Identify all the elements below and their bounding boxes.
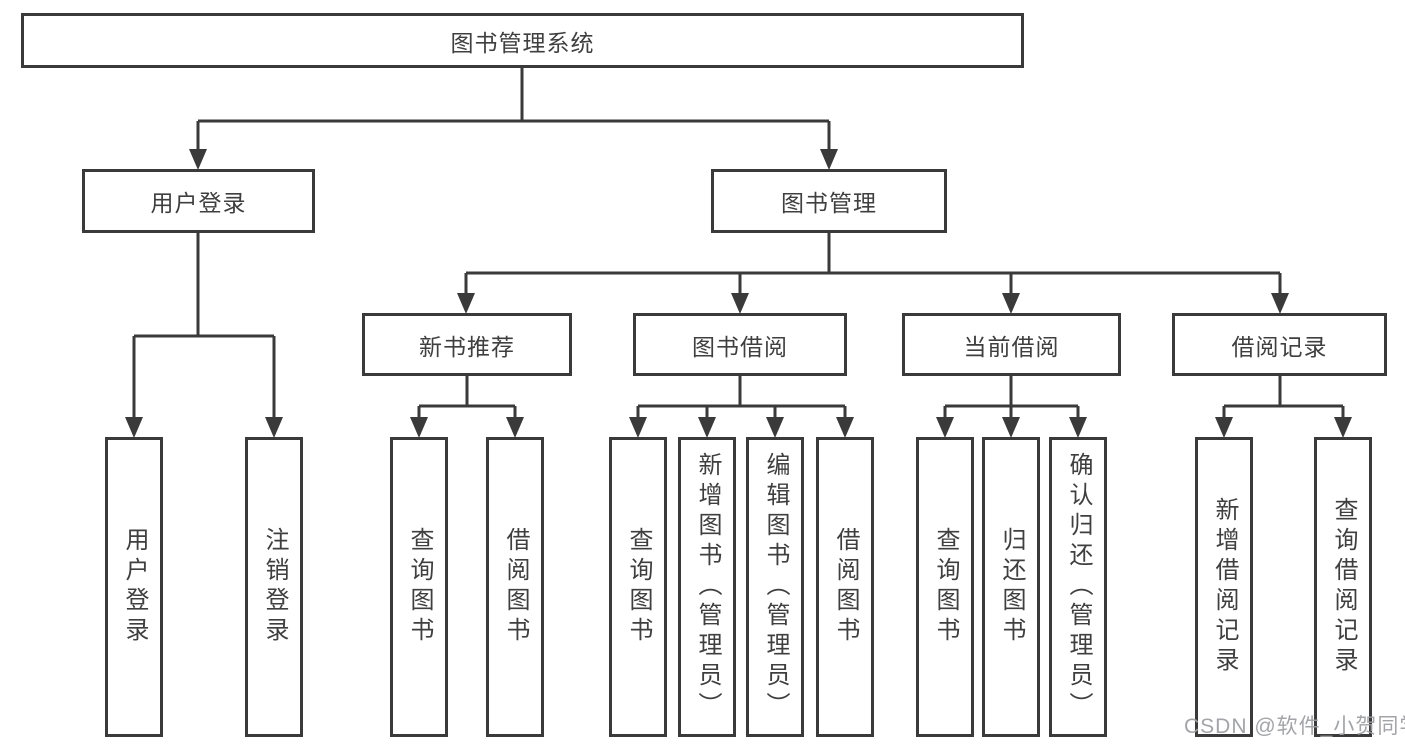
- csdn-watermark: CSDN @软件_小贺同学: [1184, 715, 1405, 738]
- leaf-label: 查询图书: [932, 527, 959, 647]
- node-current-borrowing: 当前借阅: [902, 313, 1121, 376]
- leaf-label: 借阅图书: [832, 527, 859, 647]
- arrowheads: [125, 149, 1352, 438]
- connector-root-to-level2: [196, 68, 831, 152]
- leaf-label: 查询图书: [625, 527, 652, 647]
- leaf-confirm-return-admin: 确认归还（管理员）: [1049, 437, 1107, 737]
- connector-current-borrow-to-leaves: [943, 376, 1080, 421]
- node-book-management: 图书管理: [711, 169, 947, 233]
- leaf-borrow-books-recommend: 借阅图书: [486, 437, 544, 737]
- leaf-query-borrow-record: 查询借阅记录: [1314, 437, 1372, 737]
- leaf-label: 确认归还（管理员）: [1065, 452, 1092, 722]
- node-library-management-system: 图书管理系统: [21, 13, 1024, 68]
- leaf-query-books-current: 查询图书: [916, 437, 974, 737]
- leaf-add-borrow-record: 新增借阅记录: [1195, 437, 1253, 737]
- leaf-user-login: 用户登录: [105, 437, 163, 737]
- node-borrowing-records: 借阅记录: [1172, 313, 1387, 376]
- node-book-borrowing: 图书借阅: [633, 313, 847, 376]
- connector-book-management-to-modules: [464, 233, 1282, 297]
- leaf-label: 新增借阅记录: [1211, 497, 1238, 677]
- leaf-label: 查询图书: [406, 527, 433, 647]
- leaf-label: 编辑图书（管理员）: [762, 452, 789, 722]
- node-user-login: 用户登录: [82, 169, 315, 233]
- leaf-label: 注销登录: [261, 527, 288, 647]
- leaf-query-books-recommend: 查询图书: [390, 437, 448, 737]
- leaf-label: 用户登录: [121, 527, 148, 647]
- connector-borrow-records-to-leaves: [1222, 376, 1345, 421]
- connector-new-book-to-leaves: [417, 376, 517, 421]
- leaf-return-book: 归还图书: [982, 437, 1040, 737]
- leaf-edit-book-admin: 编辑图书（管理员）: [746, 437, 804, 737]
- leaf-borrow-books: 借阅图书: [816, 437, 874, 737]
- leaf-label: 借阅图书: [502, 527, 529, 647]
- leaf-label: 新增图书（管理员）: [694, 452, 721, 722]
- leaf-logout: 注销登录: [245, 437, 303, 737]
- leaf-label: 归还图书: [998, 527, 1025, 647]
- connector-book-borrow-to-leaves: [636, 376, 847, 421]
- leaf-add-book-admin: 新增图书（管理员）: [678, 437, 736, 737]
- leaf-query-books-borrow: 查询图书: [609, 437, 667, 737]
- connector-user-login-to-leaves: [132, 233, 276, 420]
- leaf-label: 查询借阅记录: [1330, 497, 1357, 677]
- node-new-book-recommendation: 新书推荐: [362, 313, 572, 376]
